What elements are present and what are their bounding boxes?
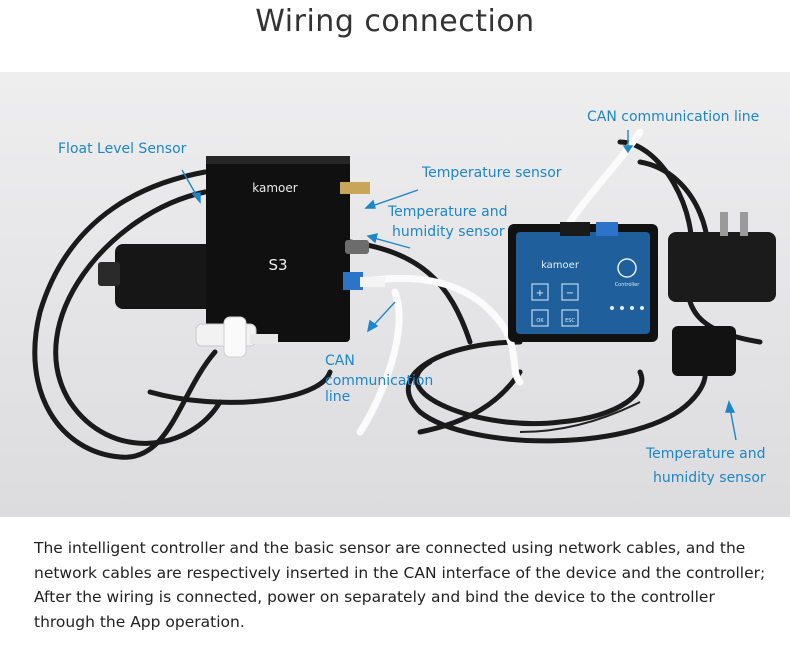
controller-button-ok-label: OK	[536, 318, 544, 324]
controller-button-esc	[561, 309, 579, 327]
label-temp-humidity-bottom-2: humidity sensor	[653, 470, 766, 486]
description-line-4: through the App operation.	[34, 612, 245, 631]
controller-button-esc-label: ESC	[565, 318, 575, 324]
label-can-line-top: CAN communication line	[587, 109, 760, 125]
controller-button-plus	[531, 283, 549, 301]
black-cables	[32, 139, 763, 460]
controller-brand: kamoer	[541, 260, 580, 271]
sensor-connector	[345, 240, 369, 254]
white-network-cables	[356, 128, 644, 436]
temperature-sensor-plug	[340, 182, 370, 194]
temp-humidity-sensor-probe	[672, 326, 736, 376]
label-float-level-sensor: Float Level Sensor	[58, 141, 187, 157]
power-adapter-right	[668, 212, 776, 302]
can-port-connector	[343, 272, 363, 290]
controller-button-plus-label: +	[536, 288, 544, 299]
pointer-arrows	[181, 130, 737, 441]
controller-button-ok	[531, 309, 549, 327]
wiring-photo: kamoer S3 kamoer Controller	[0, 72, 790, 517]
controller-button-minus-label: −	[566, 288, 574, 299]
label-can-line-mid-1: CAN	[325, 353, 355, 369]
label-temp-humidity-top-2: humidity sensor	[392, 224, 505, 240]
wiring-illustration: kamoer S3 kamoer Controller	[32, 128, 776, 460]
main-unit-brand: kamoer	[252, 181, 298, 195]
main-unit-s3: kamoer S3	[206, 156, 385, 342]
label-temp-humidity-top-1: Temperature and	[388, 204, 508, 220]
description-line-3: After the wiring is connected, power on …	[34, 588, 715, 606]
label-temperature-sensor: Temperature sensor	[422, 165, 562, 181]
controller-cloud-icon	[617, 258, 637, 278]
label-can-line-mid-2: communication	[325, 373, 434, 389]
controller-icon-caption: Controller	[615, 282, 641, 288]
float-level-sensor	[195, 316, 278, 358]
description-line-1: The intelligent controller and the basic…	[34, 539, 746, 557]
controller-unit: kamoer Controller + − OK ESC	[508, 222, 658, 342]
main-unit-model: S3	[268, 256, 287, 274]
description-line-2: network cables are respectively inserted…	[34, 563, 766, 582]
label-temp-humidity-bottom-1: Temperature and	[646, 446, 766, 462]
controller-button-minus	[561, 283, 579, 301]
power-adapter-left	[98, 244, 215, 309]
page-title: Wiring connection	[255, 4, 535, 39]
description: The intelligent controller and the basic…	[34, 536, 774, 634]
label-can-line-mid-3: line	[325, 389, 351, 405]
